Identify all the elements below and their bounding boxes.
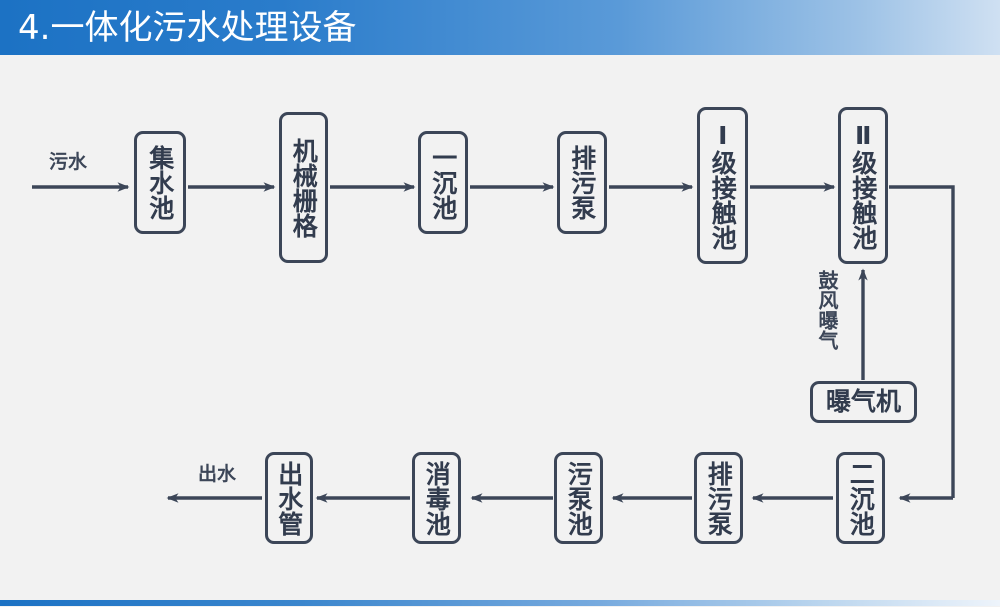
flow-connectors <box>32 182 955 503</box>
node-disinfection-tank[interactable]: 消毒池 <box>412 452 461 544</box>
page-title: 4.一体化污水处理设备 <box>18 8 357 48</box>
node-contact-tank-2[interactable]: Ⅱ级接触池 <box>838 107 888 264</box>
node-label: Ⅱ级接触池 <box>848 121 878 250</box>
node-label: 出水管 <box>274 460 304 536</box>
node-label: 污泵池 <box>564 460 594 536</box>
process-flow-diagram: 集水池 机械栅格 一沉池 排污泵 Ⅰ级接触池 Ⅱ级接触池 曝气机 出水管 消毒池 <box>0 55 1000 600</box>
node-sewage-pump-2[interactable]: 排污泵 <box>694 452 743 544</box>
node-aerator[interactable]: 曝气机 <box>810 381 917 423</box>
node-secondary-sedimentation-tank[interactable]: 二沉池 <box>836 452 885 544</box>
edge-label-blower-aeration: 鼓风曝气 <box>815 270 839 350</box>
node-sludge-pump-tank[interactable]: 污泵池 <box>554 452 603 544</box>
node-sewage-pump-1[interactable]: 排污泵 <box>557 131 607 234</box>
node-primary-sedimentation-tank[interactable]: 一沉池 <box>418 131 468 234</box>
node-label: 曝气机 <box>825 387 901 417</box>
edge-label-inlet: 污水 <box>49 151 88 173</box>
node-label: 排污泵 <box>704 460 734 536</box>
node-outlet-pipe[interactable]: 出水管 <box>265 452 313 544</box>
node-label: 集水池 <box>145 145 175 220</box>
node-label: 消毒池 <box>422 460 452 536</box>
node-collection-tank[interactable]: 集水池 <box>134 131 186 234</box>
slide-bottom-accent-bar <box>0 600 1000 606</box>
node-label: 机械栅格 <box>289 137 319 238</box>
node-label: 排污泵 <box>567 145 597 220</box>
edge-label-outlet: 出水 <box>198 463 237 485</box>
node-label: 二沉池 <box>846 460 876 536</box>
node-contact-tank-1[interactable]: Ⅰ级接触池 <box>697 107 748 264</box>
node-label: 一沉池 <box>428 145 458 220</box>
node-label: Ⅰ级接触池 <box>708 121 738 250</box>
edge-contact2-to-secondary-riser <box>889 185 955 498</box>
node-mechanical-grille[interactable]: 机械栅格 <box>279 112 328 263</box>
slide-title-bar: 4.一体化污水处理设备 <box>0 0 1000 55</box>
